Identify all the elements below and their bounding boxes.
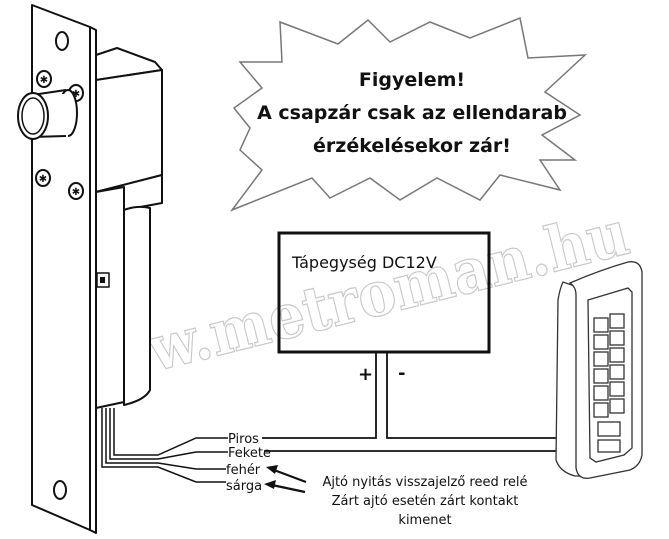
keypad-bottom-key — [597, 439, 621, 453]
keypad-key — [593, 368, 609, 384]
lock-faceplate-edge — [89, 26, 97, 534]
keypad-key — [609, 313, 625, 329]
note-line-1: Ajtó nyitás visszajelző reed relé — [322, 475, 527, 490]
keypad-key — [593, 317, 609, 333]
wire-black-line — [109, 408, 228, 460]
warning-line-3: érzékelésekor zár! — [313, 135, 511, 157]
plus-terminal-label: + — [358, 364, 373, 385]
note-line-3: kimenet — [398, 513, 451, 528]
svg-text:✱: ✱ — [72, 89, 80, 100]
keypad-key — [593, 351, 609, 367]
svg-text:✱: ✱ — [39, 174, 47, 185]
wire-red-line — [113, 408, 228, 456]
lock-cylinder — [123, 205, 151, 406]
wire-label-yellow: sárga — [226, 479, 262, 494]
warning-line-1: Figyelem! — [359, 69, 465, 91]
reed-arrows — [264, 465, 307, 494]
arrow-yellow — [271, 483, 306, 494]
minus-wire — [386, 352, 556, 439]
keypad-key — [609, 347, 625, 363]
lock-wires — [101, 408, 228, 483]
warning-line-2: A csapzár csak az ellendarab — [257, 102, 567, 124]
wire-label-red: Piros — [228, 432, 259, 447]
svg-text:✱: ✱ — [40, 75, 48, 86]
warning-text: Figyelem! A csapzár csak az ellendarab é… — [257, 69, 567, 157]
keypad-wide-key — [597, 421, 621, 437]
screw-icon: ✱ — [36, 70, 52, 88]
keypad-keys — [593, 313, 625, 453]
screw-icon: ✱ — [68, 182, 84, 200]
mount-hole-top — [55, 31, 69, 51]
power-supply-box — [277, 231, 491, 354]
wire-label-black: Fekete — [228, 446, 271, 461]
note-line-2: Zárt ajtó esetén zárt kontakt — [332, 494, 519, 509]
reed-note: Ajtó nyitás visszajelző reed relé Zárt a… — [322, 475, 527, 528]
warning-burst — [229, 16, 588, 212]
mount-hole-bottom — [53, 480, 67, 500]
plus-wire — [262, 352, 377, 439]
wire-label-white: fehér — [226, 463, 261, 478]
wire-white-line — [105, 408, 226, 470]
keypad-key — [593, 385, 609, 401]
power-wires — [262, 352, 556, 452]
access-keypad — [555, 261, 643, 479]
keypad-key — [593, 334, 609, 350]
arrow-head-icon — [264, 480, 276, 489]
minus-terminal-label: - — [398, 363, 405, 384]
keypad-key — [609, 398, 625, 414]
arrow-white — [273, 468, 307, 484]
electric-lock: ✱ ✱ ✱ ✱ — [17, 4, 163, 534]
arrow-head-icon — [266, 465, 278, 474]
keypad-key — [609, 381, 625, 397]
keypad-key — [593, 402, 609, 418]
power-supply-label: Tápegység DC12V — [291, 253, 437, 272]
screw-icon: ✱ — [35, 169, 51, 187]
keypad-key — [609, 330, 625, 346]
wire-yellow-line — [101, 408, 226, 483]
lock-bolt — [17, 89, 78, 140]
lock-body-side — [95, 186, 125, 409]
lock-body-front — [95, 69, 163, 193]
keypad-key — [609, 364, 625, 380]
svg-text:✱: ✱ — [72, 187, 80, 198]
